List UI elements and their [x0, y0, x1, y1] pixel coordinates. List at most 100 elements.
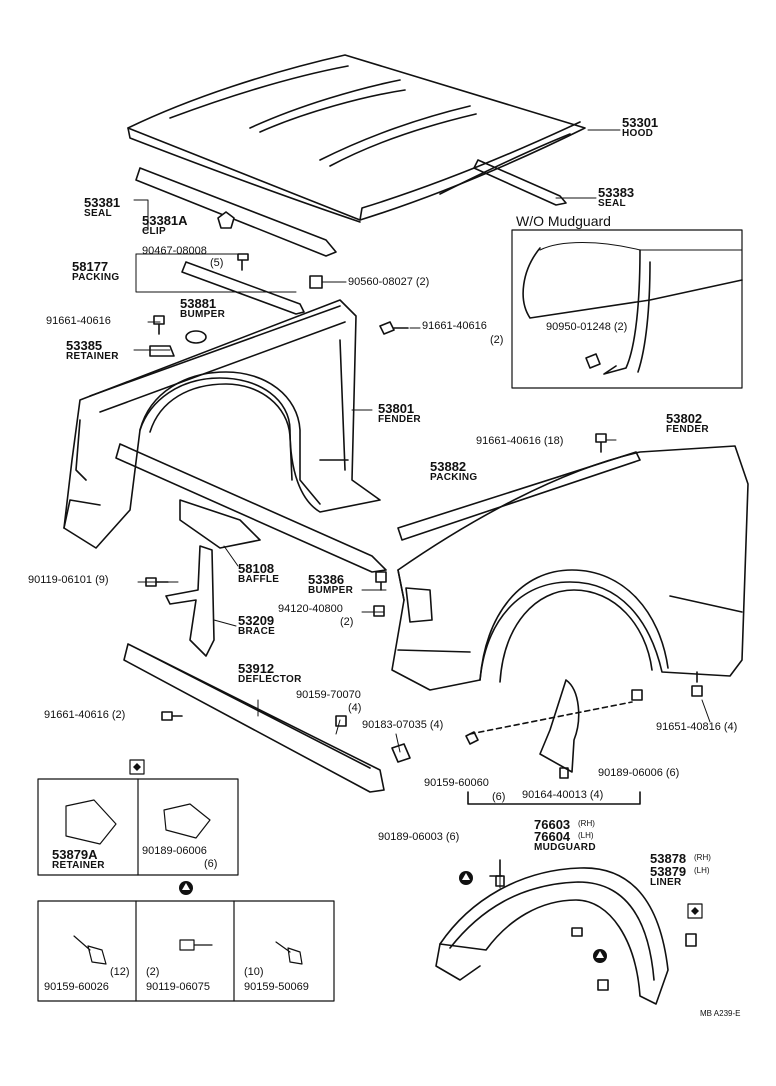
liner-tag-lh: (LH) [694, 866, 710, 875]
seal-drawing [135, 167, 337, 257]
screw-drawing-90159-60060 [465, 731, 479, 745]
legend-diamond-number-0: 53879A [52, 847, 98, 862]
fender-rh-drawing [391, 445, 749, 691]
packing-drawing-53882 [397, 451, 641, 541]
brace-name: BRACE [238, 626, 276, 637]
bolt-number-91651: 91651-40816 (4) [656, 721, 738, 733]
liner-drawing [435, 867, 669, 1005]
mudguard-tag-rh: (RH) [578, 819, 595, 828]
liner-clip-drawing [571, 927, 583, 937]
mudguard-number-rh: 76603 [534, 817, 571, 832]
symbol-markers [129, 759, 703, 963]
bolt-drawing-91661-c [595, 433, 607, 453]
legend-triangle-qty-0: (12) [110, 966, 130, 978]
baffle-name: BAFFLE [238, 574, 280, 585]
mudguard-name: MUDGUARD [534, 842, 596, 853]
fender-rh-name: FENDER [666, 424, 709, 435]
retainer-liner-drawing [685, 933, 697, 947]
legend-triangle-box [37, 900, 335, 1002]
hood-drawing [127, 54, 586, 223]
brace-drawing [165, 545, 215, 657]
bolt-drawing-90467 [237, 253, 249, 271]
mudguard-tag-lh: (LH) [578, 831, 594, 840]
nut-drawing-90189-06006 [631, 689, 643, 701]
deflector-number: 53912 [238, 661, 275, 676]
baffle-number: 58108 [238, 561, 275, 576]
liner-name: LINER [650, 877, 682, 888]
hood-seal-drawing [473, 159, 567, 206]
nut-drawing-90164 [559, 767, 569, 779]
bolt-number-91661-a: 91661-40616 [46, 315, 111, 327]
packing-name-53882: PACKING [430, 472, 478, 483]
legend-triangle-number-2: 90159-50069 [244, 981, 309, 993]
packing-drawing [181, 261, 305, 315]
leader-lines [133, 129, 711, 889]
seal-number: 53381 [84, 195, 121, 210]
screw-drawing-90159-70070 [335, 715, 347, 727]
inset-title: W/O Mudguard [516, 213, 611, 229]
nut-number-90164: 90164-40013 (4) [522, 789, 604, 801]
retainer-number-53385: 53385 [66, 338, 103, 353]
nut-number-90183: 90183-07035 (4) [362, 719, 444, 731]
liner-number-rh: 53878 [650, 851, 687, 866]
screw-number-90159-70070: 90159-70070 [296, 689, 361, 701]
hood-seal-name: SEAL [598, 198, 626, 209]
nut-drawing-94120 [373, 605, 385, 617]
legend-diamond-box [37, 778, 239, 876]
bumper-name-53386: BUMPER [308, 585, 354, 596]
nut-number-90560: 90560-08027 (2) [348, 276, 430, 288]
hood-name: HOOD [622, 128, 654, 139]
hood-number: 53301 [622, 115, 659, 130]
legend-diamond-number-1: 90189-06006 [142, 845, 207, 857]
hood-seal-number: 53383 [598, 185, 635, 200]
nut-number-94120: 94120-40800 [278, 603, 343, 615]
packing-number: 58177 [72, 259, 109, 274]
nut-drawing-90560 [309, 275, 323, 289]
screw-number-90159-60060: 90159-60060 [424, 777, 489, 789]
nut-number-90189-06006: 90189-06006 (6) [598, 767, 680, 779]
fender-lh-drawing [63, 299, 381, 549]
packing-number-53882: 53882 [430, 459, 467, 474]
mudguard-bracket [467, 791, 641, 805]
clip-name: CLIP [142, 226, 166, 237]
mudguard-drawing [539, 679, 580, 773]
screw-qty-90159-70070: (4) [348, 702, 362, 714]
nut-number-90189-06003: 90189-06003 (6) [378, 831, 460, 843]
legend-triangle-qty-2: (10) [244, 966, 264, 978]
baffle-drawing [115, 443, 387, 573]
legend-diamond-qty-1: (6) [204, 858, 218, 870]
legend-triangle-qty-1: (2) [146, 966, 160, 978]
fender-rh-number: 53802 [666, 411, 703, 426]
bolt-qty-90467: (5) [210, 257, 224, 269]
brace-number: 53209 [238, 613, 275, 628]
deflector-name: DEFLECTOR [238, 674, 302, 685]
legend-triangle-number-1: 90119-06075 [146, 981, 211, 993]
packing-name: PACKING [72, 272, 120, 283]
bumper-drawing-53881 [185, 330, 207, 344]
inset-box [511, 229, 743, 389]
fender-lh-number: 53801 [378, 401, 415, 416]
bolt-drawing-91651 [691, 671, 703, 697]
bolt-number-91661-c: 91661-40616 (18) [476, 435, 564, 447]
screw-number-90950: 90950-01248 (2) [546, 321, 628, 333]
clip-drawing [217, 211, 235, 229]
liner-screw-drawing [597, 979, 609, 991]
seal-name: SEAL [84, 208, 112, 219]
screw-qty-90159-60060: (6) [492, 791, 506, 803]
clip-number: 53381A [142, 213, 188, 228]
bolt-number-90119: 90119-06101 (9) [28, 574, 109, 586]
liner-number-lh: 53879 [650, 864, 687, 879]
bolt-number-90467: 90467-08008 [142, 245, 207, 257]
liner-tag-rh: (RH) [694, 853, 711, 862]
bolt-qty-91661-b: (2) [490, 334, 504, 346]
nut-drawing-90183 [391, 743, 411, 763]
footer-code: MB A239-E [700, 1009, 741, 1018]
mudguard-number-lh: 76604 [534, 829, 571, 844]
mudguard-leader [469, 701, 633, 735]
bumper-number-53881: 53881 [180, 296, 217, 311]
legend-diamond-name-0: RETAINER [52, 860, 105, 871]
nut-qty-94120: (2) [340, 616, 354, 628]
bolt-drawing-91661-a [153, 315, 165, 335]
bumper-name-53881: BUMPER [180, 309, 226, 320]
